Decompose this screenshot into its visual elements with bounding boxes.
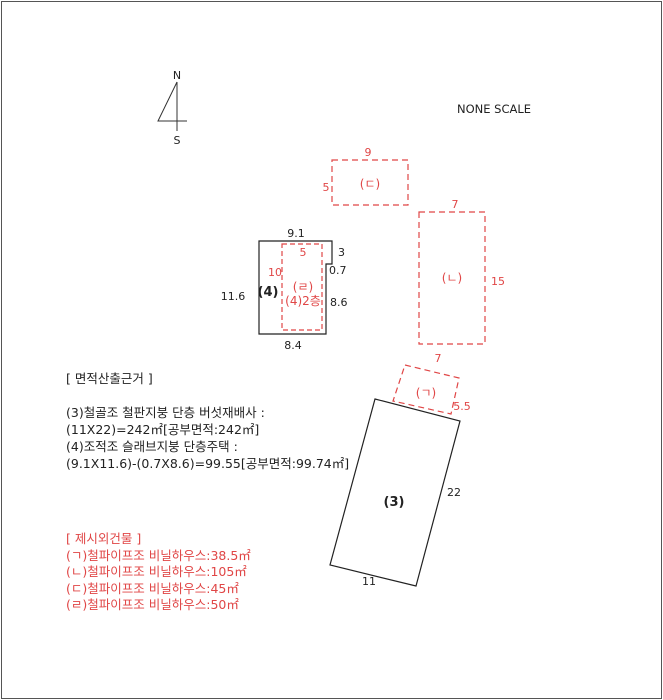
structure-r-label: (ㄹ) [293,280,313,294]
notes-line: (9.1X11.6)-(0.7X8.6)=99.55[공부면적:99.74㎡] [66,456,350,471]
structure-r-sub-label: (4)2층 [285,294,321,308]
notes-heading: [ 면적산출근거 ] [66,371,153,386]
excluded-buildings-notes: [ 제시외건물 ] (ㄱ)철파이프조 비닐하우스:38.5㎡ (ㄴ)철파이프조 … [66,531,251,614]
structure-d-dim-top: 9 [365,146,372,159]
structure-r-dim-left: 10 [268,266,282,279]
building-3-dim-long: 22 [447,486,461,499]
building-4-dim-notch-top: 3 [338,246,345,259]
north-label: N [173,69,181,82]
excluded-line: (ㄴ)철파이프조 비닐하우스:105㎡ [66,564,247,579]
structure-n-outline [418,211,486,345]
building-3-dim-short: 11 [362,575,376,588]
structure-r-dim-top: 5 [300,246,307,259]
building-4-label: (4) [258,285,279,300]
structure-g-label: (ㄱ) [416,386,436,400]
excluded-line: (ㄷ)철파이프조 비닐하우스:45㎡ [66,580,239,596]
structure-d-dim-left: 5 [323,181,330,194]
notes-line: (3)철골조 철판지붕 단층 버섯재배사 : [66,405,265,420]
structure-d-label: (ㄷ) [360,177,380,191]
excluded-heading: [ 제시외건물 ] [66,531,142,546]
building-3-label: (3) [384,495,405,510]
structure-g-outline [392,364,460,415]
excluded-line: (ㄱ)철파이프조 비닐하우스:38.5㎡ [66,547,251,563]
excluded-line: (ㄹ)철파이프조 비닐하우스:50㎡ [66,597,239,612]
notes-line: (11X22)=242㎡[공부면적:242㎡] [66,422,260,437]
structure-n-label: (ㄴ) [442,271,462,285]
scale-note: NONE SCALE [457,102,531,116]
building-4-dim-left: 11.6 [221,290,246,303]
structure-n-dim-right: 15 [491,275,505,288]
area-calculation-notes: [ 면적산출근거 ] (3)철골조 철판지붕 단층 버섯재배사 : (11X22… [66,370,349,472]
building-4-dim-notch-width: 0.7 [329,264,347,277]
building-4-outline [258,240,333,335]
structure-g-dim-top: 7 [435,352,442,365]
structure-n-dim-top: 7 [452,198,459,211]
notes-line: (4)조적조 슬래브지붕 단층주택 : [66,439,238,454]
building-4-dim-bottom: 8.4 [284,339,302,352]
south-label: S [174,134,181,147]
building-4-dim-right: 8.6 [330,296,348,309]
north-arrow-icon [157,81,187,131]
structure-r-outline [281,243,323,331]
structure-g-dim-right: 5.5 [453,400,471,413]
building-4-dim-top: 9.1 [287,227,305,240]
building-3-outline [329,398,461,587]
